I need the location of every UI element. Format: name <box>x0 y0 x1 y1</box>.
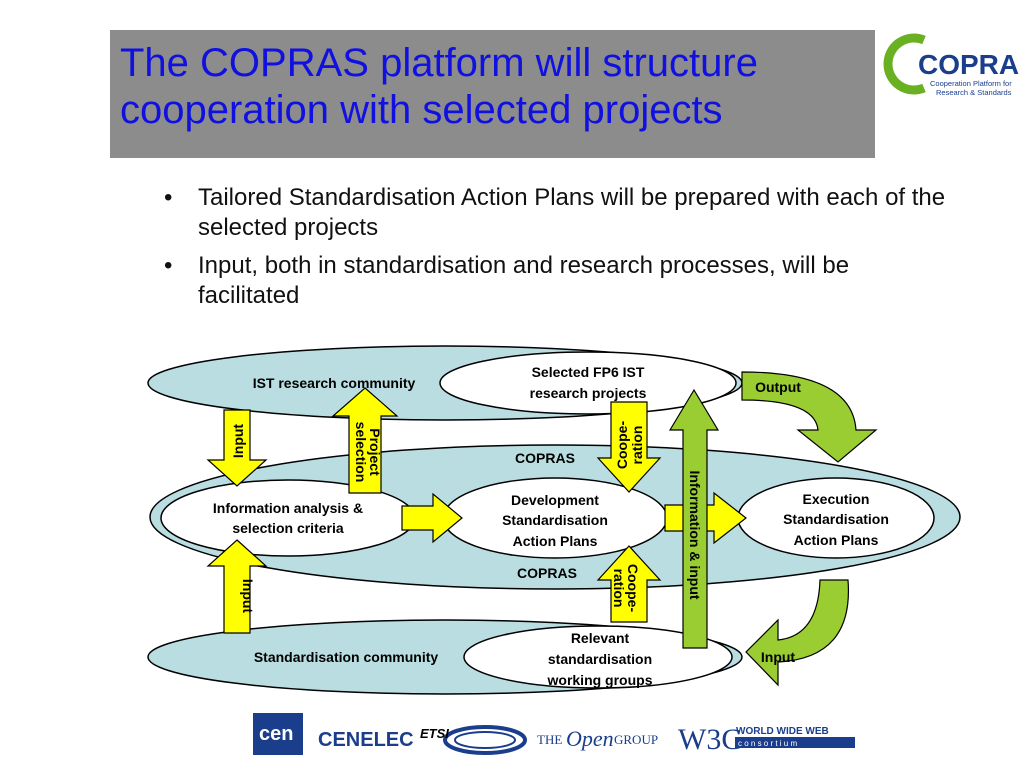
bullet-dot: • <box>164 252 173 279</box>
copras-logo: COPRAS Cooperation Platform for Research… <box>883 33 1020 97</box>
etsi-logo: ETSI <box>420 725 527 755</box>
development-label-2: Standardisation <box>502 512 608 528</box>
selected-projects-label-2: research projects <box>530 385 647 401</box>
info-to-development-arrow <box>401 492 463 544</box>
input-right-curved-arrow <box>745 579 850 687</box>
cenelec-logo: CENELEC <box>318 729 414 751</box>
partner-logos-strip: cen CENELEC ETSI THE Open GROUP W3C WORL… <box>253 713 855 756</box>
open-group-group: GROUP <box>614 732 658 747</box>
copras-logo-tagline-2: Research & Standards <box>936 88 1012 97</box>
project-selection-arrow <box>331 387 399 494</box>
input-bottom-label: Input <box>240 579 256 614</box>
w3c-logo: W3C WORLD WIDE WEB c o n s o r t i u m <box>678 723 855 756</box>
bullet-list: • Tailored Standardisation Action Plans w… <box>158 183 948 319</box>
working-groups-ellipse <box>463 625 733 689</box>
www-line-2: c o n s o r t i u m <box>738 739 797 748</box>
etsi-logo-text: ETSI <box>420 726 449 741</box>
cooperation-bottom-label-1: Coope- <box>625 564 641 613</box>
cen-logo: cen <box>253 713 303 755</box>
development-label-3: Action Plans <box>513 533 598 549</box>
cooperation-top-arrow <box>596 401 662 493</box>
working-groups-label-2: standardisation <box>548 651 652 667</box>
bullet-text: Tailored Standardisation Action Plans wi… <box>198 184 946 241</box>
cooperation-top-label-2: ration <box>629 426 645 465</box>
input-bottom-arrow <box>206 539 268 634</box>
information-input-label: Information & input <box>687 470 703 599</box>
info-analysis-label-1: Information analysis & <box>213 500 363 516</box>
input-top-arrow <box>206 409 268 487</box>
title-banner: The COPRAS platform will structure coope… <box>110 30 875 158</box>
bullet-dot: • <box>164 184 173 211</box>
cooperation-top-label-1: Coope- <box>614 421 630 470</box>
info-analysis-label-2: selection criteria <box>232 520 343 536</box>
open-group-open: Open <box>566 726 614 751</box>
cen-logo-text: cen <box>259 723 293 745</box>
slide-title: The COPRAS platform will structure coope… <box>120 41 758 132</box>
working-groups-label-3: working groups <box>547 672 653 688</box>
cooperation-bottom-label-2: ration <box>611 569 627 608</box>
execution-label-1: Execution <box>803 491 870 507</box>
www-line-1: WORLD WIDE WEB <box>736 726 829 737</box>
copras-logo-name: COPRAS <box>918 49 1020 80</box>
w3c-logo-text: W3C <box>678 723 741 756</box>
standardisation-community-label: Standardisation community <box>254 649 439 665</box>
open-group-logo: THE Open GROUP <box>537 726 658 751</box>
execution-label-3: Action Plans <box>794 532 879 548</box>
project-selection-label-1: Project <box>367 428 383 476</box>
development-label-1: Development <box>511 492 599 508</box>
input-top-label: Input <box>230 424 246 459</box>
selected-projects-label-1: Selected FP6 IST <box>532 364 645 380</box>
bullet-item: • Tailored Standardisation Action Plans w… <box>158 183 948 243</box>
selected-projects-ellipse <box>439 351 737 415</box>
copras-top-label: COPRAS <box>515 450 575 466</box>
copras-bottom-label: COPRAS <box>517 565 577 581</box>
bullet-item: • Input, both in standardisation and rese… <box>158 251 948 311</box>
project-selection-label-2: selection <box>353 422 369 483</box>
bullet-text: Input, both in standardisation and resea… <box>198 252 850 309</box>
execution-label-2: Standardisation <box>783 511 889 527</box>
copras-logo-c-shape <box>883 33 926 95</box>
output-curved-arrow <box>741 371 878 463</box>
open-group-the: THE <box>537 732 562 747</box>
ist-research-community-label: IST research community <box>253 375 416 391</box>
cooperation-bottom-arrow <box>596 545 662 623</box>
copras-logo-tagline-1: Cooperation Platform for <box>930 79 1012 88</box>
output-label: Output <box>755 379 801 395</box>
working-groups-label-1: Relevant <box>571 630 630 646</box>
information-input-arrow <box>668 388 720 649</box>
input-right-label: Input <box>761 649 796 665</box>
